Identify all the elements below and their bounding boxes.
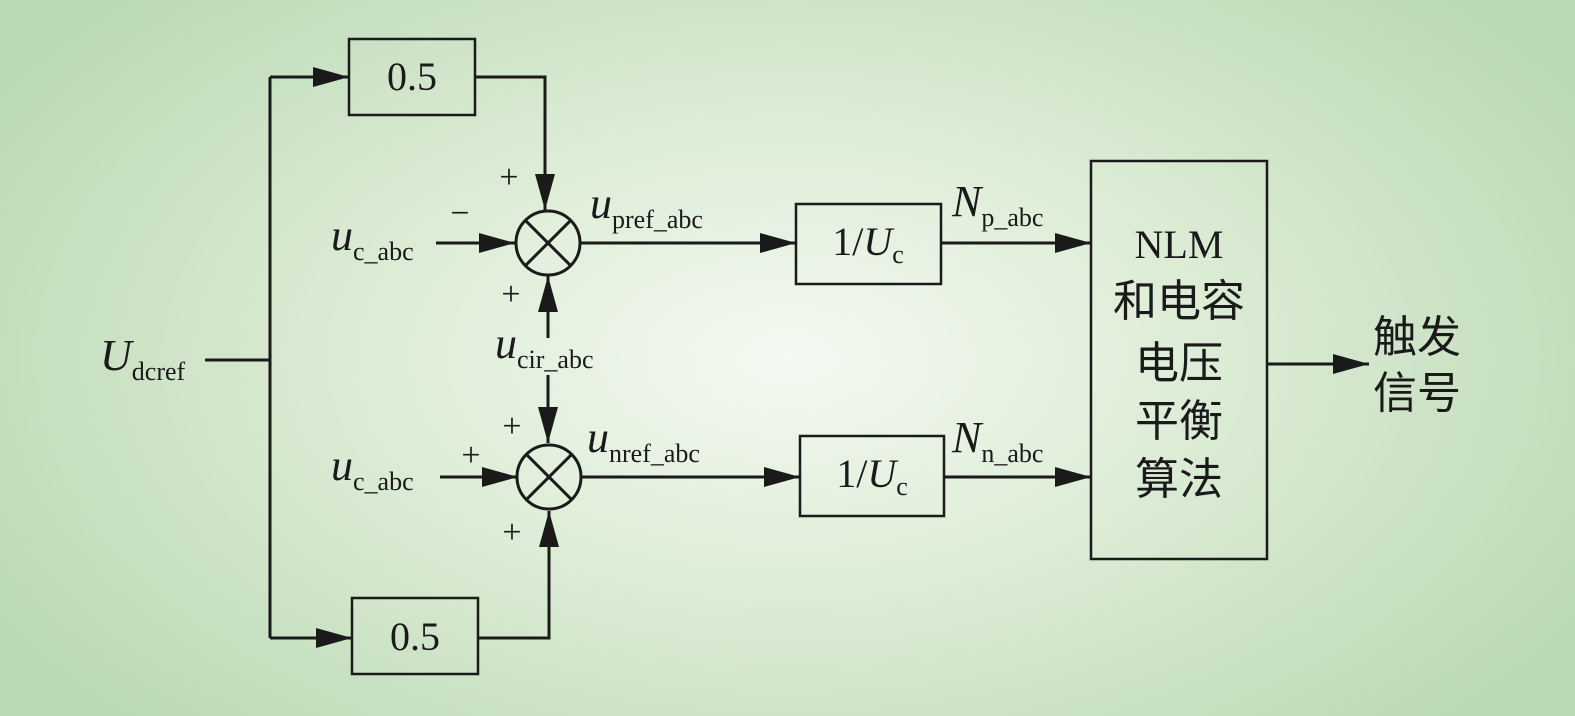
sign-bottom-sum-bottom: +	[502, 514, 521, 551]
output-label-line-1: 触发	[1373, 312, 1461, 363]
label-u-c-abc-bottom: uc_abc	[331, 441, 414, 496]
output-label-line-2: 信号	[1373, 368, 1461, 419]
reciprocal-block-top: 1/Uc	[794, 202, 943, 286]
label-u-nref-abc: unref_abc	[587, 413, 700, 468]
nlm-line-4: 平衡	[1135, 396, 1223, 447]
recip-top-label: 1/Uc	[832, 219, 904, 269]
sign-top-sum-left: −	[450, 195, 469, 232]
nlm-line-2: 和电容	[1113, 276, 1245, 327]
gain-block-bottom: 0.5	[350, 596, 480, 676]
wire-gain-bottom-to-sum-bottom	[478, 511, 559, 640]
sum-junction-bottom	[515, 443, 583, 511]
sum-junction-top	[514, 209, 582, 277]
wires	[205, 67, 1369, 648]
nlm-line-3: 电压	[1135, 338, 1223, 389]
sign-bottom-sum-top: +	[502, 408, 521, 445]
reciprocal-block-bottom: 1/Uc	[798, 434, 946, 518]
gain-block-top: 0.5	[347, 37, 477, 117]
sign-bottom-sum-left: +	[461, 437, 480, 474]
label-u-pref-abc: upref_abc	[590, 179, 703, 234]
sign-top-sum-bottom: +	[501, 276, 520, 313]
label-n-p-abc: Np_abc	[951, 177, 1043, 232]
gain-bottom-label: 0.5	[390, 614, 440, 659]
label-u-c-abc-top: uc_abc	[331, 211, 414, 266]
nlm-balancing-block: NLM 和电容 电压 平衡 算法	[1089, 159, 1269, 561]
label-u-dcref: Udcref	[100, 331, 186, 386]
wire-gain-top-to-sum-top	[475, 75, 555, 210]
recip-bottom-label: 1/Uc	[836, 451, 908, 501]
label-n-n-abc: Nn_abc	[951, 413, 1043, 468]
nlm-line-1: NLM	[1135, 222, 1224, 267]
nlm-line-5: 算法	[1135, 454, 1223, 505]
gain-top-label: 0.5	[387, 54, 437, 99]
sign-top-sum-top: +	[499, 159, 518, 196]
label-u-cir-abc: ucir_abc	[495, 319, 594, 374]
